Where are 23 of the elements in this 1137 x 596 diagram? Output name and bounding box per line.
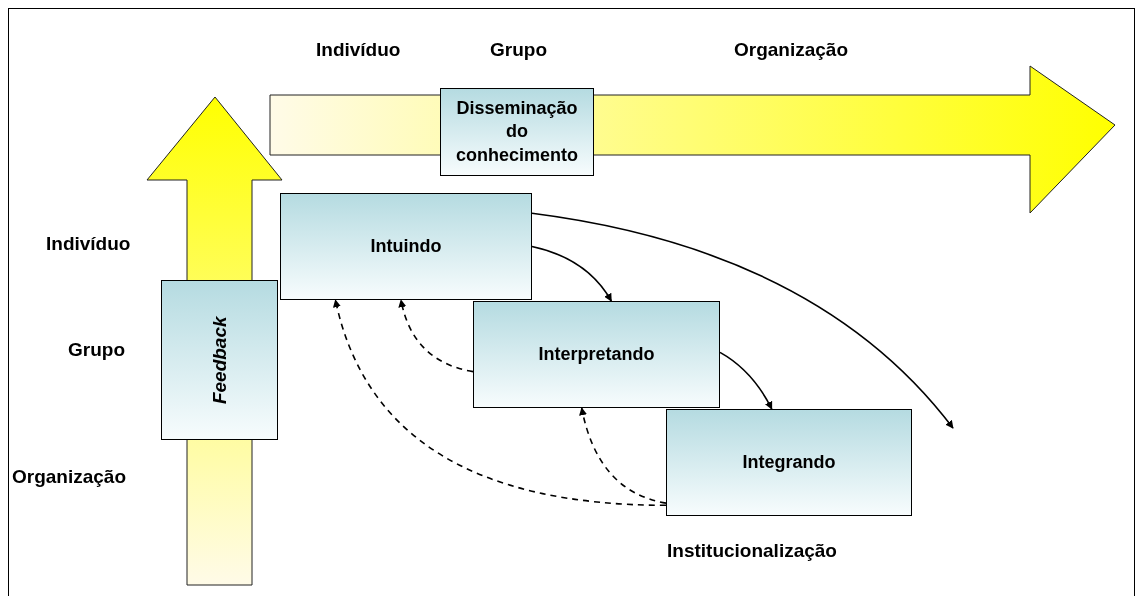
box-label: Feedback [207,316,231,404]
process-box [666,409,912,516]
arrow [531,212,954,429]
arrow [719,351,773,410]
dashed-arrow [398,299,474,373]
box-label: Integrando [741,450,837,474]
process-box [161,280,278,440]
process-box [440,88,594,176]
level-label: Organização [12,465,127,489]
level-label: Grupo [68,338,125,362]
box-label: Interpretando [537,342,656,366]
box-label: Intuindo [369,234,443,258]
level-label: Indivíduo [316,38,401,62]
level-label: Institucionalização [667,539,837,563]
process-box [280,193,532,300]
dashed-arrow [333,299,667,507]
level-label: Organização [734,38,849,62]
process-box [473,301,720,408]
level-label: Grupo [490,38,547,62]
level-label: Indivíduo [46,232,131,256]
arrow [531,245,613,302]
dashed-arrow [579,407,667,504]
box-label: Disseminação do conhecimento [455,96,579,167]
